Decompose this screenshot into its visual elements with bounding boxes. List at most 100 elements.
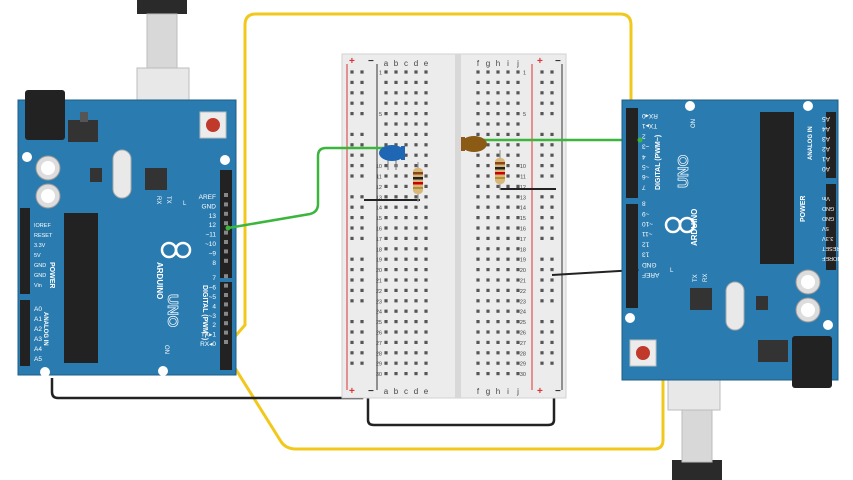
right-power-label-0: IOREF <box>821 255 838 261</box>
right-power-label-3: 5V <box>822 225 829 231</box>
right-analog-label-5: A0 <box>822 165 830 172</box>
brand-label-left: ARDUINO <box>155 262 164 299</box>
row-label-17: 17 <box>376 237 382 243</box>
right-power-label-1: RESET <box>821 245 840 251</box>
row-label-right-1: 1 <box>523 71 526 77</box>
wire-yellow-top[interactable] <box>230 12 641 341</box>
left-pin-label-14: TX▸1 <box>201 332 217 339</box>
wire-green-left[interactable] <box>227 146 392 230</box>
left-power-label-6: Vin <box>34 283 42 289</box>
row-label-right-20: 20 <box>520 268 526 274</box>
rail-plus-bottom-right: + <box>537 386 543 397</box>
arduino-logo-right <box>664 216 696 234</box>
resistor-right[interactable] <box>495 150 505 190</box>
row-label-right-12: 12 <box>520 185 526 191</box>
resistor-left[interactable] <box>413 162 423 202</box>
col-label-i: i <box>507 59 509 68</box>
digital-header-label-right: DIGITAL (PWM~) <box>655 135 662 190</box>
col-label-d: d <box>414 59 418 68</box>
col-label-a: a <box>384 59 389 68</box>
right-power-label-2: 3.3V <box>822 235 834 241</box>
col-label-bottom-j: j <box>516 387 519 396</box>
left-power-label-0: IOREF <box>34 223 51 229</box>
col-label-bottom-h: h <box>496 387 500 396</box>
breadboard-row-labels-right: 1510111213141516171819202122232425262728… <box>520 71 526 379</box>
left-pin-label-5: ~10 <box>205 241 216 248</box>
right-pin-label-4: 4 <box>642 153 646 160</box>
left-power-label-1: RESET <box>34 233 53 239</box>
col-label-bottom-b: b <box>394 387 399 396</box>
right-pin-label-7: 7 <box>642 183 646 190</box>
right-power-label-6: Vin <box>822 195 830 201</box>
row-label-23: 23 <box>376 299 382 305</box>
right-analog-label-3: A2 <box>822 145 830 152</box>
left-analog-label-0: A0 <box>34 306 42 313</box>
row-label-right-13: 13 <box>520 195 526 201</box>
row-label-25: 25 <box>376 320 382 326</box>
led-blue[interactable] <box>379 145 405 170</box>
col-label-bottom-g: g <box>486 387 490 396</box>
row-label-15: 15 <box>376 216 382 222</box>
model-label-left: UNO <box>164 294 181 328</box>
right-analog-label-1: A4 <box>822 125 830 132</box>
left-power-label-5: GND <box>34 273 46 279</box>
row-label-11: 11 <box>376 175 382 181</box>
row-label-16: 16 <box>376 227 382 233</box>
row-label-right-22: 22 <box>520 289 526 295</box>
col-label-bottom-f: f <box>477 387 480 396</box>
left-analog-label-4: A4 <box>34 346 42 353</box>
right-pin-label-8: 8 <box>642 200 646 207</box>
col-label-h: h <box>496 59 500 68</box>
row-label-right-17: 17 <box>520 237 526 243</box>
left-pin-label-15: RX◂0 <box>200 341 216 348</box>
model-label-right: UNO <box>675 154 692 188</box>
row-label-5: 5 <box>379 112 382 118</box>
right-pin-label-13: 13 <box>642 251 650 258</box>
power-jack-left <box>25 90 65 140</box>
col-label-f: f <box>477 59 480 68</box>
left-pin-label-1: GND <box>202 203 217 210</box>
reset-button-right[interactable] <box>636 346 650 360</box>
digital-header-label-left: DIGITAL (PWM~) <box>201 285 208 340</box>
tx-label-right: TX <box>693 274 699 282</box>
right-pin-label-11: ~11 <box>642 230 653 237</box>
usb-cable-right <box>672 460 722 480</box>
col-label-bottom-a: a <box>384 387 389 396</box>
right-pin-label-2: 2 <box>642 132 646 139</box>
left-analog-label-2: A2 <box>34 326 42 333</box>
row-label-27: 27 <box>376 341 382 347</box>
col-label-c: c <box>404 59 408 68</box>
atmega-chip-right <box>760 112 794 264</box>
left-pin-label-7: 8 <box>212 260 216 267</box>
row-label-right-23: 23 <box>520 299 526 305</box>
left-pin-label-10: ~5 <box>209 294 217 301</box>
row-label-24: 24 <box>376 310 382 316</box>
led-amber[interactable] <box>461 136 487 152</box>
left-pin-label-4: ~11 <box>205 232 216 239</box>
right-pin-label-5: ~5 <box>642 163 650 170</box>
reset-button-left[interactable] <box>206 118 220 132</box>
row-label-right-14: 14 <box>520 206 526 212</box>
row-label-right-21: 21 <box>520 279 526 285</box>
usb-cable-left <box>137 0 187 14</box>
left-pin-label-12: ~3 <box>209 313 217 320</box>
right-pin-label-9: ~9 <box>642 210 650 217</box>
wire-black-gnd-left[interactable] <box>50 378 364 400</box>
col-label-j: j <box>516 59 519 68</box>
wire-yellow-bottom[interactable] <box>228 128 665 451</box>
wire-black-rails[interactable] <box>366 392 556 427</box>
power-jack-right <box>792 336 832 388</box>
left-pin-label-6: ~9 <box>209 250 217 257</box>
left-analog-label-1: A1 <box>34 316 42 323</box>
on-label-left: ON <box>163 345 169 354</box>
row-label-19: 19 <box>376 258 382 264</box>
row-label-right-5: 5 <box>523 112 526 118</box>
left-pin-label-3: 12 <box>209 222 217 229</box>
rail-minus-bottom-left: − <box>368 386 374 397</box>
row-label-26: 26 <box>376 331 382 337</box>
row-label-29: 29 <box>376 362 382 368</box>
